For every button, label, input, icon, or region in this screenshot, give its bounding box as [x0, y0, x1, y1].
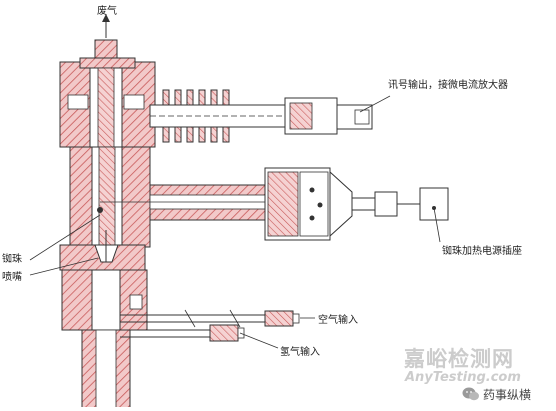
- nozzle-assembly: [29, 214, 146, 276]
- watermark-account: 药事纵横: [462, 384, 531, 404]
- middle-body: [69, 146, 269, 248]
- watermark-site-name: 嘉峪检测网: [404, 347, 514, 371]
- exhaust-outlet: [94, 14, 118, 63]
- hydrogen-input-label: 氢气输入: [280, 347, 320, 358]
- wechat-icon: [462, 387, 479, 401]
- bead-heater-label: 铷珠加热电源插座: [442, 246, 522, 257]
- account-name: 药事纵横: [483, 387, 532, 402]
- watermark-site-url: AnyTesting.com: [405, 370, 521, 385]
- bead-label: 铷珠: [2, 254, 22, 265]
- signal-electrode-arm: [149, 89, 391, 143]
- lower-body: [61, 269, 315, 409]
- heater-connector: [264, 167, 449, 243]
- signal-output-label: 讯号输出，接微电流放大器: [388, 80, 508, 91]
- exhaust-label: 废气: [97, 6, 117, 17]
- nozzle-label: 喷嘴: [2, 272, 22, 283]
- air-input-label: 空气输入: [318, 315, 358, 326]
